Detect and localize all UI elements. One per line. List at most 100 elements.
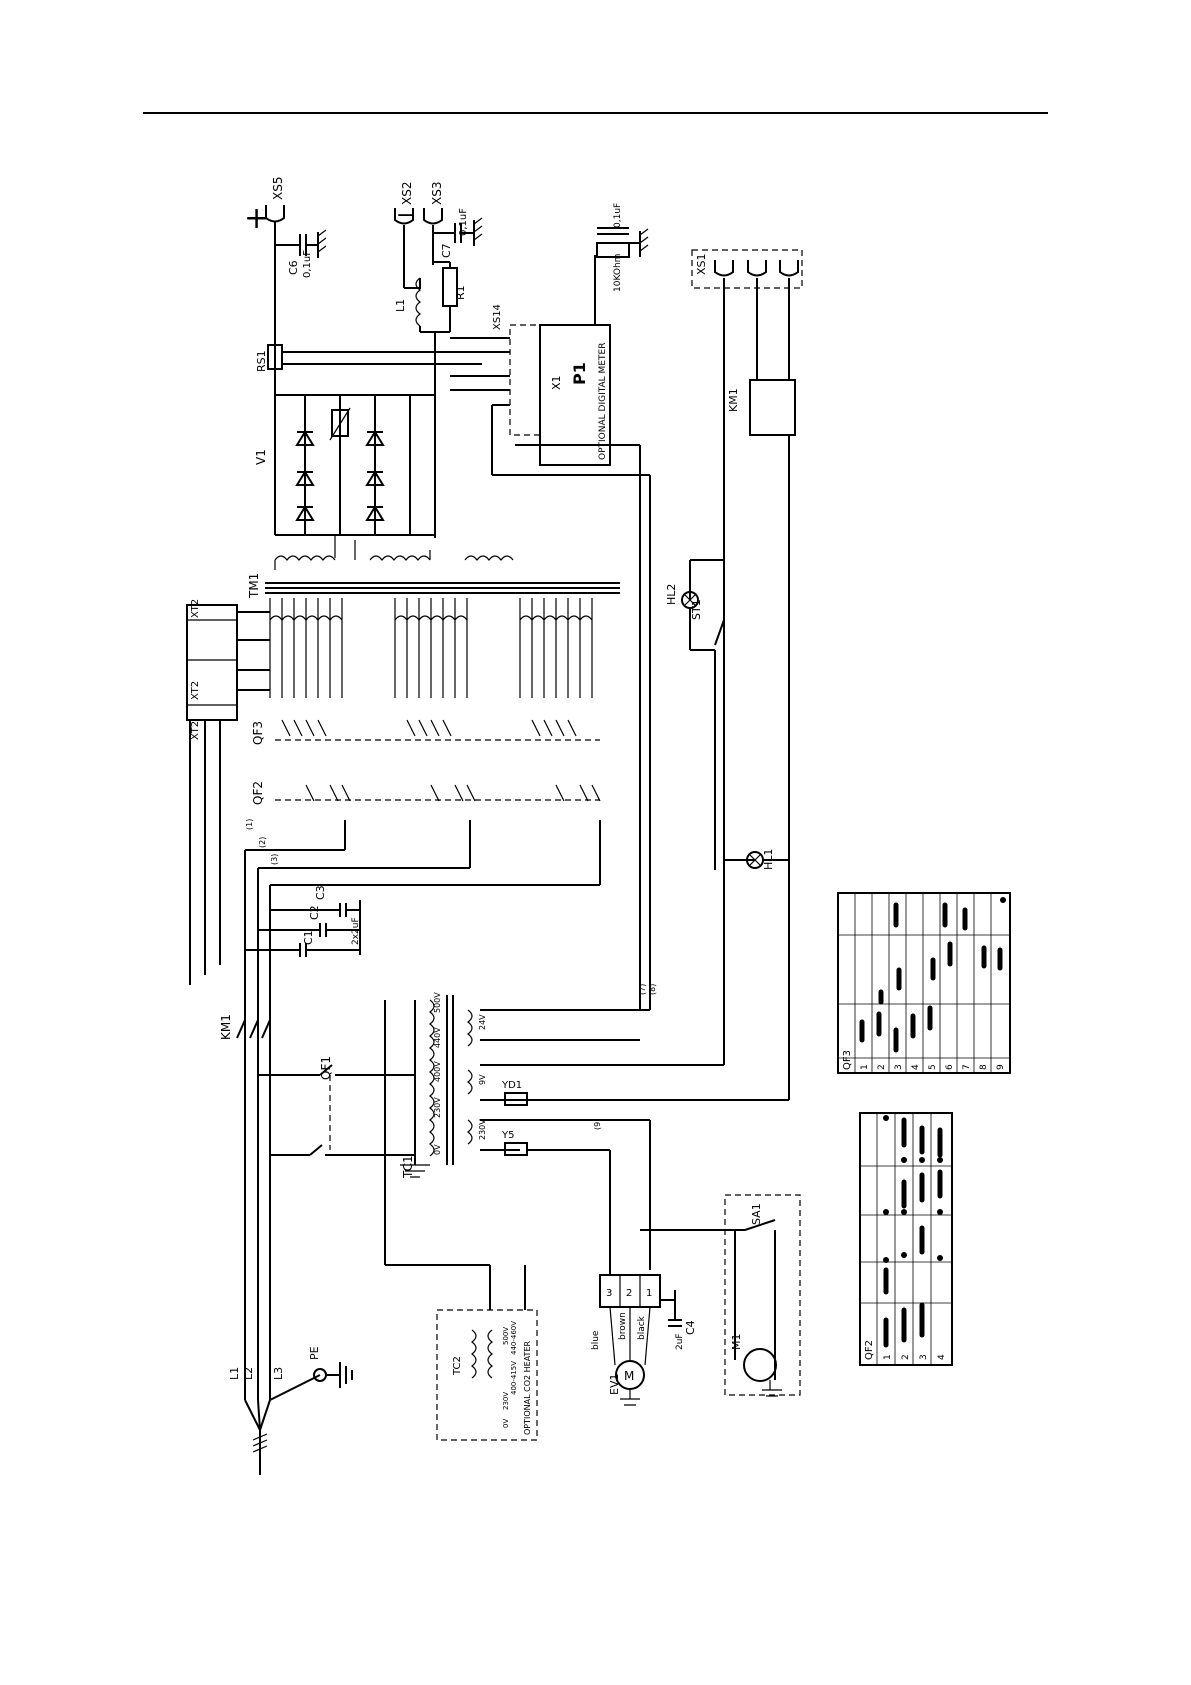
xs1-label: XS1 — [695, 253, 708, 275]
ev1-term-2: 2 — [626, 1288, 632, 1299]
ev1-term-1: 1 — [646, 1288, 652, 1299]
tc2-tap-230v: 230V — [502, 1392, 510, 1410]
qf3-dot — [1000, 897, 1006, 903]
c2-value: 2x2uF — [351, 917, 361, 945]
qf3-pos-6: 6 — [945, 1064, 955, 1070]
y5-label: Y5 — [501, 1130, 514, 1141]
hl2-label: HL2 — [665, 584, 678, 605]
r1-label: R1 — [454, 285, 467, 300]
pe-label: PE — [308, 1346, 321, 1360]
line-l1-label: L1 — [228, 1367, 241, 1380]
rectifier-diodes — [295, 395, 411, 535]
qf3-contact-marks — [859, 902, 1003, 1053]
v1-label: V1 — [254, 449, 268, 465]
qf3-pos-5: 5 — [928, 1064, 938, 1070]
tc1-label: TC1 — [401, 1155, 415, 1179]
tm1-label: TM1 — [247, 573, 261, 599]
tc2-tap-440v: 440-460V — [510, 1321, 518, 1355]
qf2-switch-table: QF2 1 2 3 4 — [859, 1112, 953, 1366]
km1-label: KM1 — [219, 1014, 233, 1040]
ev1-label: EV1 — [608, 1374, 621, 1395]
wire-tag: (2) — [258, 837, 267, 848]
qf2-label: QF2 — [251, 781, 265, 805]
tc2-tap-0v: 0V — [502, 1419, 510, 1428]
km1-coil-label: KM1 — [727, 388, 740, 412]
c2-label: C2 — [308, 905, 321, 920]
qf3-switch-table: QF3 1 2 3 4 5 6 7 8 9 — [837, 892, 1011, 1074]
line-l3-label: L3 — [272, 1367, 285, 1380]
mains-section: L1 L2 L3 PE KM1 QF1 — [219, 850, 415, 1475]
qf3-pos-9: 9 — [996, 1064, 1006, 1070]
qf3-table-title: QF3 — [842, 1050, 853, 1070]
tc1-transformer: TC1 0V 230V 400V 440V 500V 24V 230V 9V Y… — [400, 992, 789, 1179]
suppression-capacitors: C1 C2 C3 2x2uF — [245, 885, 361, 957]
tc1-tap-500v: 500V — [433, 992, 442, 1013]
ev1-wire-brown: brown — [618, 1312, 628, 1340]
qf2-contact-marks — [883, 1117, 943, 1348]
xt2-label-b: XT2 — [190, 681, 201, 700]
xs2-label: XS2 — [400, 182, 414, 205]
c7-label: C7 — [440, 243, 453, 258]
l1-label: L1 — [394, 299, 407, 312]
c1-label: C1 — [302, 930, 315, 945]
tc2-box-label: OPTIONAL CO2 HEATER — [523, 1341, 532, 1436]
c-p1-label: 0,1uF — [613, 203, 623, 228]
tm1-primary-taps: QF3 QF2 — [245, 598, 601, 886]
tc1-tap-0v: 0V — [433, 1144, 442, 1155]
tc1-sec-230v: 230V — [478, 1119, 487, 1140]
p1-note: OPTIONAL DIGITAL METER — [598, 343, 608, 460]
qf3-pos-8: 8 — [979, 1064, 989, 1070]
qf3-pos-2: 2 — [877, 1064, 887, 1070]
tc1-tap-400v: 400V — [433, 1061, 442, 1082]
qf2-dots — [883, 1115, 943, 1263]
qf3-pos-7: 7 — [962, 1064, 972, 1070]
tc1-sec-9v: 9V — [478, 1074, 487, 1085]
rs1-label: RS1 — [255, 350, 268, 372]
wire-tag: (8) — [648, 984, 657, 995]
yd1-label: YD1 — [501, 1080, 522, 1091]
digital-meter-p1: XS14 X1 P1 OPTIONAL DIGITAL METER 10KOhm… — [450, 203, 651, 1010]
wire-tag: (1) — [245, 819, 254, 830]
xt2-label-a: XT2 — [190, 599, 201, 618]
qf2-pos-4: 4 — [937, 1354, 947, 1360]
tc2-optional-heater: OPTIONAL CO2 HEATER TC2 500V 440-460V 40… — [384, 1000, 538, 1441]
c3-label: C3 — [314, 885, 327, 900]
c4-value: 2uF — [675, 1333, 685, 1350]
c6-label: C6 — [287, 260, 300, 275]
wire-tag: (9) — [593, 1119, 602, 1130]
tc1-sec-24v: 24V — [478, 1014, 487, 1030]
c7-value: 0,1uF — [458, 208, 469, 236]
qf3-label: QF3 — [251, 721, 265, 745]
wire-tag: (7) — [638, 984, 647, 995]
qf3-pos-4: 4 — [911, 1064, 921, 1070]
xs14-label: XS14 — [492, 304, 503, 330]
qf3-pos-3: 3 — [894, 1064, 904, 1070]
ev1-motor-label: M — [624, 1369, 634, 1383]
fan-valve-section: 3 2 1 M EV1 blue brown black C4 2uF SA1 … — [527, 1120, 801, 1406]
qf2-pos-2: 2 — [901, 1354, 911, 1360]
x1-label: X1 — [550, 375, 563, 390]
c6-value: 0,1uF — [302, 250, 313, 278]
qf2-grid — [860, 1113, 952, 1365]
qf3-pos-1: 1 — [860, 1064, 870, 1070]
wire-tag: (3) — [270, 854, 279, 865]
xt2-label-c: XT2 — [190, 721, 201, 740]
m1-label: M1 — [730, 1334, 743, 1351]
xs5-label: XS5 — [271, 177, 285, 200]
tc2-tap-400v: 400-415V — [510, 1361, 518, 1395]
c4-label: C4 — [684, 1320, 697, 1335]
st1-label: ST1 — [690, 599, 703, 620]
qf3-grid — [838, 893, 1010, 1073]
dc-output-section: + XS5 C6 0,1uF − XS2 XS3 C7 0,1uF — [244, 177, 620, 599]
qf2-table-title: QF2 — [864, 1340, 875, 1360]
qf2-pos-1: 1 — [883, 1354, 893, 1360]
xs3-label: XS3 — [430, 182, 444, 205]
control-section: XS1 KM1 ST1 HL2 HL1 — [665, 249, 803, 1100]
qf2-pos-3: 3 — [919, 1354, 929, 1360]
ev1-wire-black: black — [637, 1315, 647, 1340]
qf1-label: QF1 — [319, 1056, 333, 1080]
tc2-label: TC2 — [452, 1356, 463, 1376]
ev1-term-3: 3 — [606, 1288, 612, 1299]
wire-number-tags: (1) (2) (3) (7) (8) (9) — [245, 819, 657, 1130]
